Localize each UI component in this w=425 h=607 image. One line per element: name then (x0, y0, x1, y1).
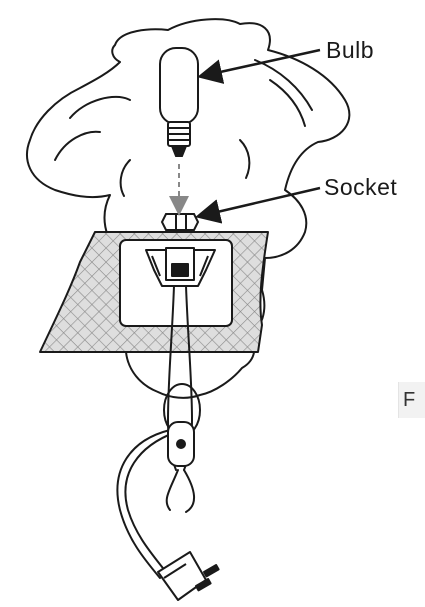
plug (158, 552, 219, 600)
bulb-label: Bulb (326, 37, 374, 64)
edge-tab-fragment: F (398, 382, 425, 418)
socket-nut (162, 214, 198, 230)
inline-switch (168, 422, 194, 466)
socket-label: Socket (324, 174, 397, 201)
